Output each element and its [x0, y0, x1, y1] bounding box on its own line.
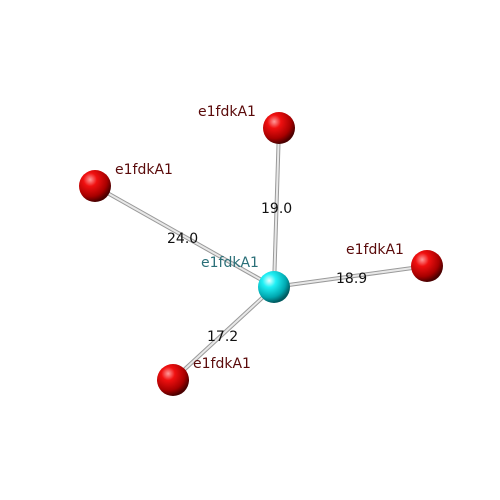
- distance-label-left: 24.0: [167, 231, 198, 247]
- edge-center-top: [272, 127, 281, 288]
- distance-label-bottom: 17.2: [207, 329, 238, 345]
- distance-labels: 19.0 24.0 18.9 17.2: [167, 201, 367, 345]
- node-top[interactable]: [263, 112, 295, 144]
- edges: [94, 127, 428, 382]
- edge-center-bottom: [171, 285, 276, 382]
- node-right[interactable]: [411, 250, 443, 282]
- node-label-right: e1fdkA1: [346, 242, 404, 258]
- distance-label-right: 18.9: [336, 271, 367, 287]
- node-label-center: e1fdkA1: [201, 255, 259, 271]
- edge-center-right: [273, 264, 428, 289]
- node-labels: e1fdkA1 e1fdkA1 e1fdkA1 e1fdkA1 e1fdkA1: [115, 104, 404, 372]
- distance-label-top: 19.0: [261, 201, 292, 217]
- node-label-left: e1fdkA1: [115, 162, 173, 178]
- node-center[interactable]: [258, 271, 290, 303]
- node-left[interactable]: [79, 170, 111, 202]
- nodes: [79, 112, 443, 396]
- edge-center-left: [94, 184, 275, 289]
- node-label-bottom: e1fdkA1: [193, 356, 251, 372]
- node-bottom[interactable]: [157, 364, 189, 396]
- node-label-top: e1fdkA1: [198, 104, 256, 120]
